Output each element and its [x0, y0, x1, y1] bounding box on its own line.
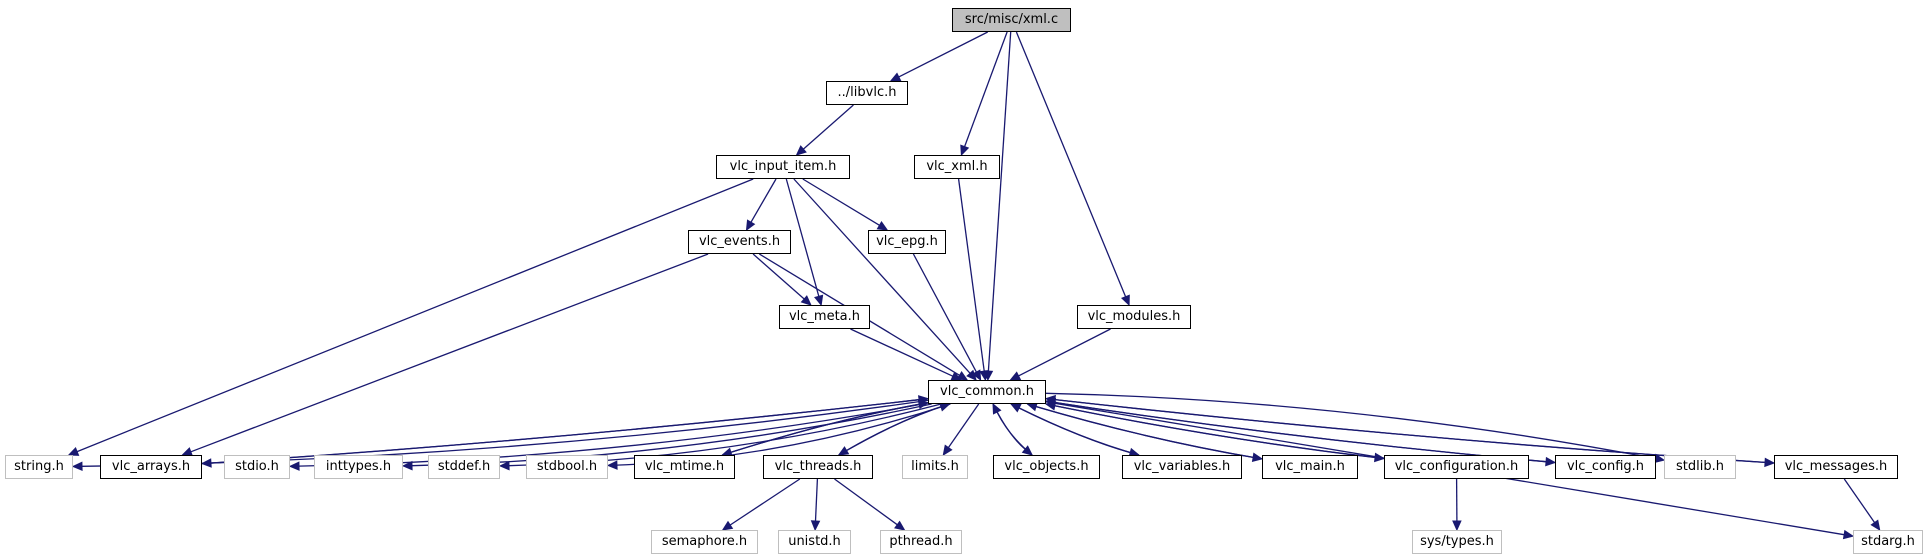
- node-libvlc[interactable]: ../libvlc.h: [826, 81, 908, 105]
- node-input-item[interactable]: vlc_input_item.h: [716, 155, 850, 179]
- arrowhead-modules-to-common: [1009, 371, 1022, 381]
- edge-variables-to-common: [1018, 407, 1140, 456]
- node-arrays[interactable]: vlc_arrays.h: [100, 455, 202, 479]
- edge-threads-to-unistd: [814, 478, 819, 522]
- arrowhead-libvlc-to-input_item: [795, 145, 807, 156]
- edge-xml_c-to-modules: [1015, 31, 1127, 297]
- arrowhead-common-to-stdio: [288, 461, 300, 471]
- arrowhead-xml_c-to-libvlc: [889, 72, 902, 82]
- arrowhead-input_item-to-epg: [876, 220, 889, 231]
- edge-threads-to-common: [838, 406, 942, 456]
- edge-configuration-to-common: [1054, 405, 1385, 460]
- arrowhead-configuration-to-systypes: [1452, 520, 1462, 532]
- node-mtime[interactable]: vlc_mtime.h: [634, 455, 735, 479]
- arrowhead-xml_c-to-vlc_xml: [960, 144, 970, 157]
- arrowhead-input_item-to-events: [745, 219, 756, 232]
- node-modules[interactable]: vlc_modules.h: [1077, 305, 1191, 329]
- edge-vlc_xml-to-common: [957, 178, 985, 372]
- edge-input_item-to-meta: [785, 178, 820, 297]
- arrowhead-common-to-limits: [942, 444, 953, 457]
- arrowhead-threads-to-semaphore: [721, 520, 734, 531]
- edge-modules-to-common: [1018, 328, 1111, 377]
- edge-common-to-config: [1045, 400, 1547, 463]
- node-unistd: unistd.h: [778, 530, 851, 554]
- arrowhead-meta-to-common: [950, 371, 963, 381]
- node-stdarg: stdarg.h: [1853, 530, 1923, 554]
- edge-input_item-to-events: [750, 178, 777, 223]
- arrowhead-objects-to-common: [992, 402, 1002, 415]
- arrowhead-common-to-stdarg: [1842, 529, 1855, 540]
- edge-mtime-to-common: [722, 403, 920, 456]
- edge-messages-to-stdarg: [1843, 478, 1876, 523]
- arrowhead-common-to-string: [71, 461, 83, 472]
- edge-events-to-arrays: [190, 253, 709, 453]
- node-variables[interactable]: vlc_variables.h: [1122, 455, 1242, 479]
- node-config[interactable]: vlc_config.h: [1555, 455, 1656, 479]
- node-stdlib: stdlib.h: [1664, 455, 1736, 479]
- node-stdio: stdio.h: [224, 455, 290, 479]
- node-stddef: stddef.h: [428, 455, 500, 479]
- arrowhead-xml_c-to-modules: [1120, 294, 1130, 307]
- edge-input_item-to-epg: [802, 178, 880, 226]
- edge-libvlc-to-input_item: [802, 104, 854, 150]
- edge-common-to-messages: [1045, 397, 1766, 464]
- node-vlc-xml[interactable]: vlc_xml.h: [914, 155, 1000, 179]
- arrowhead-events-to-meta: [800, 295, 812, 306]
- edge-threads-to-semaphore: [729, 478, 801, 526]
- arrowhead-common-to-inttypes: [401, 460, 413, 471]
- edge-input_item-to-string: [76, 178, 754, 453]
- edge-epg-to-common: [912, 253, 977, 373]
- node-main[interactable]: vlc_main.h: [1262, 455, 1358, 479]
- arrowhead-epg-to-common: [971, 369, 982, 382]
- node-events[interactable]: vlc_events.h: [688, 230, 791, 254]
- arrowhead-threads-to-pthread: [894, 520, 906, 531]
- arrowhead-messages-to-common: [1044, 394, 1056, 405]
- node-systypes: sys/types.h: [1412, 530, 1502, 554]
- node-epg[interactable]: vlc_epg.h: [868, 230, 946, 254]
- node-objects[interactable]: vlc_objects.h: [993, 455, 1100, 479]
- node-semaphore: semaphore.h: [651, 530, 758, 554]
- edge-meta-to-common: [850, 328, 954, 377]
- arrowhead-vlc_xml-to-common: [979, 370, 989, 382]
- arrowhead-threads-to-unistd: [810, 520, 821, 532]
- node-messages[interactable]: vlc_messages.h: [1774, 455, 1898, 479]
- arrowhead-input_item-to-meta: [814, 294, 824, 307]
- edge-threads-to-pthread: [834, 478, 898, 526]
- edge-xml_c-to-common: [987, 31, 1012, 372]
- arrowhead-input_item-to-string: [67, 446, 80, 456]
- edge-objects-to-common: [996, 411, 1033, 456]
- node-inttypes: inttypes.h: [314, 455, 403, 479]
- edge-common-to-stdlib: [1045, 392, 1656, 460]
- node-xml-c[interactable]: src/misc/xml.c: [952, 8, 1071, 32]
- arrowhead-common-to-stddef: [498, 460, 510, 471]
- edge-messages-to-common: [1054, 398, 1775, 464]
- edge-main-to-common: [1035, 405, 1263, 460]
- node-pthread: pthread.h: [880, 530, 962, 554]
- node-limits: limits.h: [902, 455, 968, 479]
- node-threads[interactable]: vlc_threads.h: [763, 455, 873, 479]
- edge-input_item-to-common: [793, 178, 971, 374]
- arrowhead-threads-to-common: [938, 402, 951, 412]
- node-stdbool: stdbool.h: [526, 455, 608, 479]
- node-string: string.h: [5, 455, 73, 479]
- edge-common-to-limits: [947, 403, 980, 448]
- edge-xml_c-to-libvlc: [898, 31, 988, 78]
- node-common[interactable]: vlc_common.h: [928, 380, 1046, 404]
- node-configuration[interactable]: vlc_configuration.h: [1384, 455, 1529, 479]
- arrowhead-variables-to-common: [1010, 403, 1022, 413]
- arrowhead-messages-to-stdarg: [1870, 519, 1881, 532]
- edge-events-to-meta: [752, 253, 805, 300]
- arrowhead-mtime-to-common: [917, 399, 930, 410]
- edge-xml_c-to-vlc_xml: [963, 31, 1008, 147]
- edge-arrays-to-common: [201, 399, 920, 465]
- node-meta[interactable]: vlc_meta.h: [779, 305, 870, 329]
- arrowhead-common-to-stdbool: [606, 460, 618, 470]
